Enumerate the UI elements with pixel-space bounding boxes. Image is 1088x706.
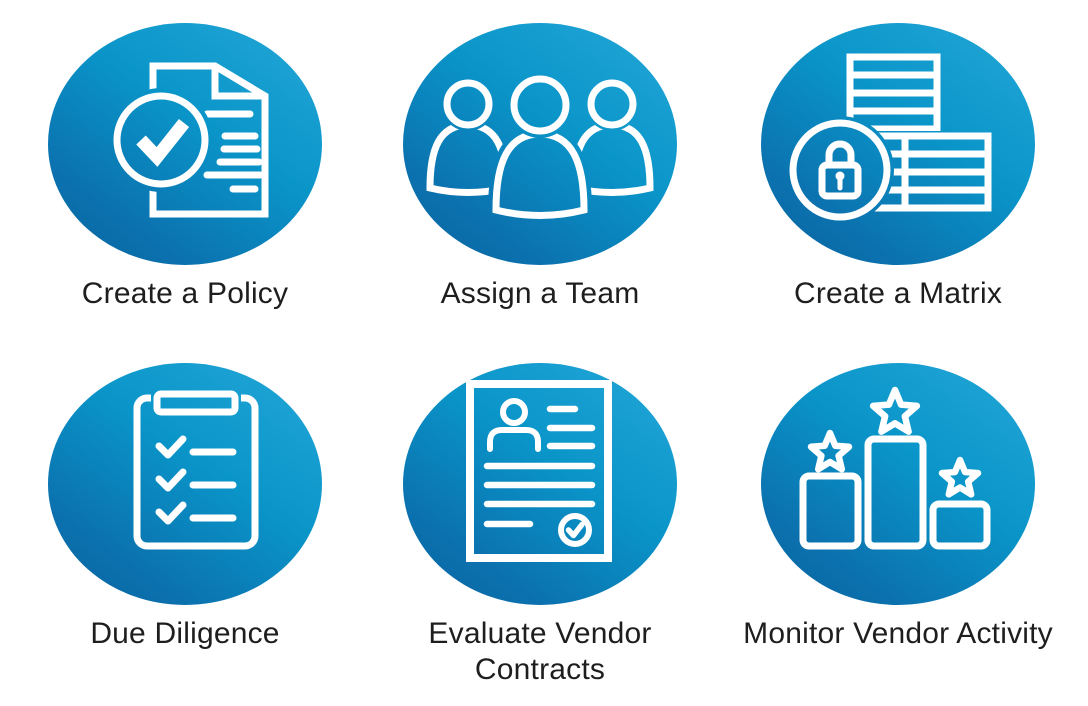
step-create-a-matrix: Create a Matrix [717,23,1079,312]
step-circle [761,23,1035,265]
step-monitor-vendor-activity: Monitor Vendor Activity [717,363,1079,652]
step-label: Evaluate Vendor Contracts [428,617,652,686]
step-label: Monitor Vendor Activity [743,617,1053,650]
policy-document-check-icon [113,62,269,218]
step-circle [48,363,322,605]
step-label: Due Diligence [90,617,280,650]
step-circle [403,363,677,605]
step-circle [761,363,1035,605]
bar-chart-stars-icon [799,386,991,550]
step-circle [48,23,322,265]
matrix-table-lock-icon [789,53,992,221]
step-evaluate-vendor-contracts: Evaluate Vendor Contracts [359,363,721,688]
step-label: Create a Matrix [793,277,1003,310]
step-due-diligence: Due Diligence [4,363,366,652]
contract-person-check-icon [466,380,612,562]
checklist-clipboard-icon [133,390,259,550]
step-label: Create a Policy [81,277,289,310]
step-create-a-policy: Create a Policy [4,23,366,312]
team-people-icon [426,75,654,219]
step-label: Assign a Team [440,277,640,310]
step-assign-a-team: Assign a Team [359,23,721,312]
step-circle [403,23,677,265]
